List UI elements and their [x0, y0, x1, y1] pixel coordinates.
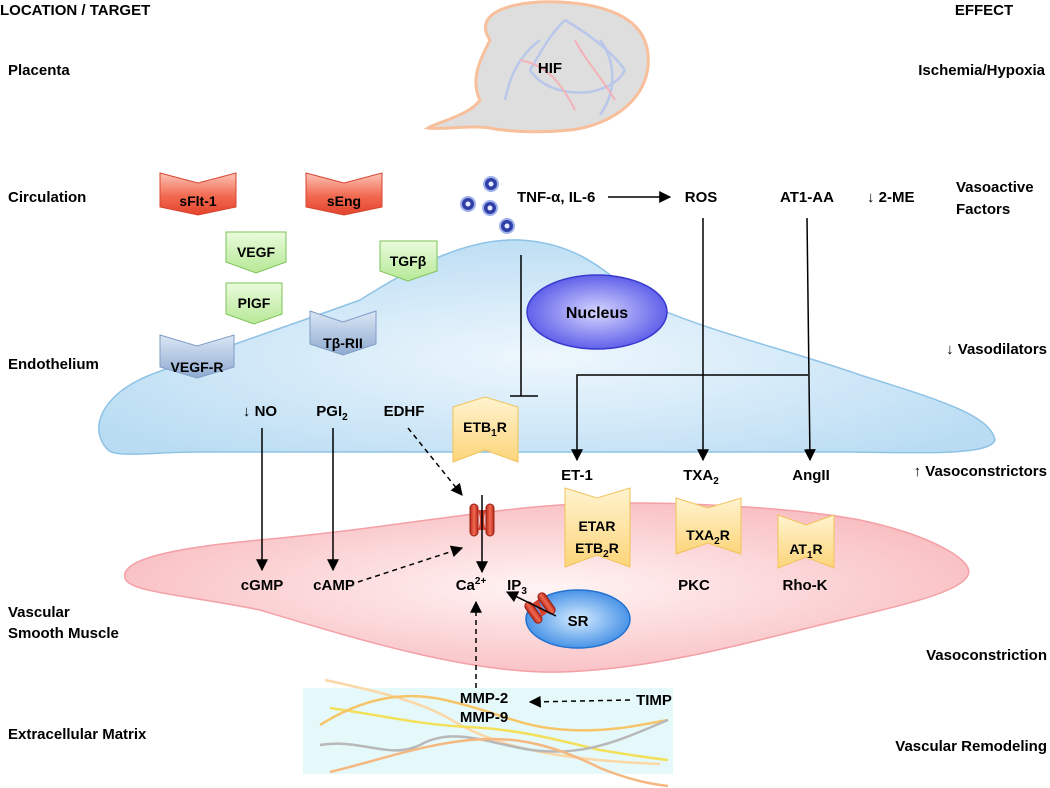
et1-label: ET-1	[561, 467, 593, 484]
rhok-label: Rho-K	[783, 577, 828, 594]
cgmp-label: cGMP	[241, 577, 284, 594]
effect-vasoactive-line2: Factors	[956, 201, 1010, 218]
ca-label: Ca2+	[456, 576, 487, 594]
location-placenta: Placenta	[8, 62, 70, 79]
tgfb-label: TGFβ	[390, 253, 427, 269]
pkc-label: PKC	[678, 577, 710, 594]
camp-label: cAMP	[313, 577, 355, 594]
effect-vasoactive-line1: Vasoactive	[956, 179, 1034, 196]
vegfr-shape	[159, 334, 235, 379]
at1r-shape	[777, 514, 835, 569]
txa2r-label: TXA2R	[686, 527, 730, 547]
location-target-header: LOCATION / TARGET	[0, 2, 150, 19]
effect-ischemia: Ischemia/Hypoxia	[918, 62, 1045, 79]
txa2r-shape	[675, 497, 742, 555]
location-vsm-line1: Vascular	[8, 604, 70, 621]
sflt1-shape	[159, 172, 237, 216]
ros-label: ROS	[685, 189, 718, 206]
hif-label: HIF	[538, 60, 562, 77]
effect-vasoconstriction: Vasoconstriction	[926, 647, 1047, 664]
etb1r-label: ETB1R	[463, 419, 507, 439]
at1r-label: AT1R	[789, 541, 822, 561]
tgfb-shape	[379, 240, 438, 282]
tbrii-shape	[309, 310, 377, 356]
plgf-shape	[225, 282, 283, 325]
location-circulation: Circulation	[8, 189, 86, 206]
location-ecm: Extracellular Matrix	[8, 726, 147, 743]
sflt1-label: sFlt-1	[179, 193, 217, 209]
placenta-illustration	[423, 0, 650, 134]
dashed-arrows	[357, 427, 631, 708]
vegf-label: VEGF	[237, 244, 276, 260]
extracellular-matrix-box	[303, 688, 673, 774]
tnf-label: TNF-α, IL-6	[517, 189, 595, 206]
ip3-label: IP3	[507, 577, 527, 597]
effect-remodeling: Vascular Remodeling	[895, 738, 1047, 755]
nucleus-label: Nucleus	[566, 305, 628, 322]
mmp2-label: MMP-2	[460, 690, 508, 707]
edhf-label: EDHF	[384, 403, 425, 420]
sr-label: SR	[568, 613, 589, 630]
seng-label: sEng	[327, 193, 361, 209]
angii-label: AngII	[792, 467, 830, 484]
timp-label: TIMP	[636, 692, 672, 709]
etb2r-label: ETB2R	[575, 540, 619, 560]
vegfr-label: VEGF-R	[171, 359, 224, 375]
smooth-muscle-cell	[124, 502, 970, 673]
etar-label: ETAR	[578, 518, 615, 534]
effect-vasodilators: ↓ Vasodilators	[946, 341, 1047, 358]
effect-2me: ↓ 2-ME	[867, 189, 915, 206]
location-vsm-line2: Smooth Muscle	[8, 625, 119, 642]
cytokine-particles	[460, 176, 515, 234]
vegf-shape	[225, 231, 287, 274]
pathway-arrows	[256, 191, 816, 617]
location-endothelium: Endothelium	[8, 356, 99, 373]
etar-etb2r-shape	[564, 487, 631, 568]
seng-shape	[305, 172, 383, 216]
pgi2-label: PGI2	[316, 403, 348, 423]
etb1r-shape	[452, 396, 519, 463]
mmp9-label: MMP-9	[460, 709, 508, 726]
effect-header: EFFECT	[955, 2, 1013, 19]
at1aa-label: AT1-AA	[780, 189, 834, 206]
matrix-fibers	[319, 678, 669, 788]
txa2-label: TXA2	[683, 467, 719, 487]
plgf-label: PlGF	[238, 295, 271, 311]
effect-vasoconstrictors: ↑ Vasoconstrictors	[914, 463, 1047, 480]
no-label: ↓ NO	[243, 403, 278, 420]
nucleus	[526, 274, 668, 350]
tbrii-label: Tβ-RII	[323, 335, 363, 351]
